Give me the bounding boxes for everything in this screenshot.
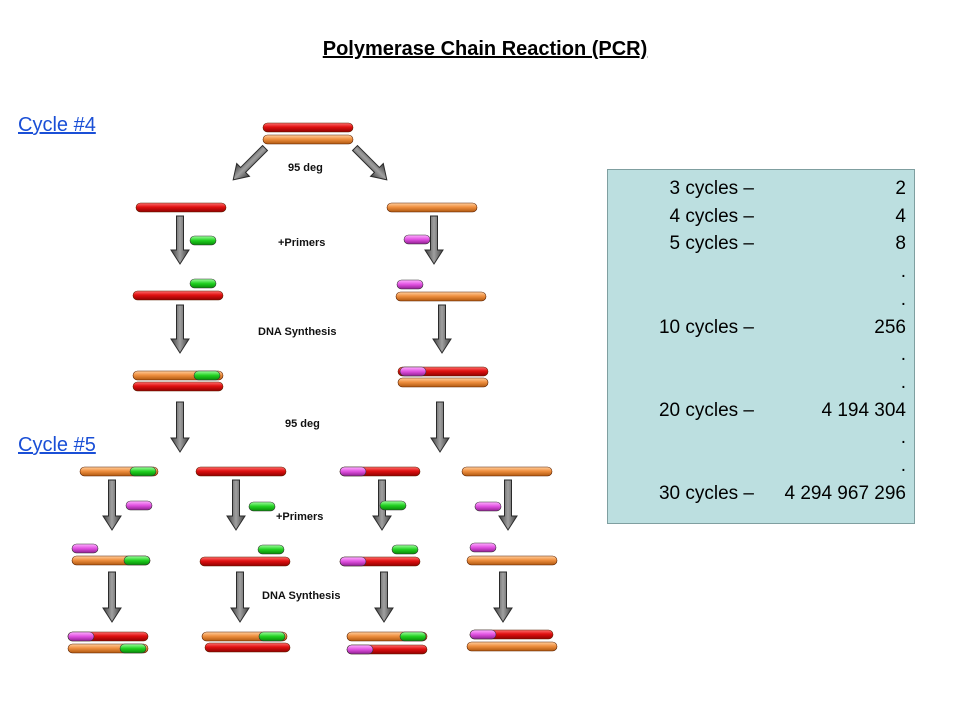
magenta-primer (339, 466, 367, 477)
green-primer (257, 544, 285, 555)
green-primer (123, 555, 151, 566)
label-primers-top: +Primers (278, 237, 325, 249)
copies-cell: . (900, 455, 906, 476)
copies-cell: 4 294 967 296 (784, 482, 906, 504)
down-arrow-icon (432, 304, 452, 354)
copies-cell: 256 (874, 316, 906, 338)
cycles-cell: 20 cycles – (658, 399, 754, 421)
cycles-cell: 10 cycles – (658, 316, 754, 338)
table-row: . (608, 261, 914, 291)
down-arrow-icon (351, 144, 388, 181)
down-arrow-icon (232, 144, 269, 181)
red-strand (199, 556, 291, 567)
table-row: 20 cycles – 4 194 304 (608, 400, 914, 430)
down-arrow-icon (493, 571, 513, 623)
green-primer (248, 501, 276, 512)
magenta-primer (67, 631, 95, 642)
table-row: . (608, 372, 914, 402)
down-arrow-icon (230, 571, 250, 623)
copies-cell: 4 (895, 205, 906, 227)
magenta-primer (71, 543, 99, 554)
green-primer (193, 370, 221, 381)
cycle-5-link[interactable]: Cycle #5 (18, 434, 96, 456)
label-synthesis-top: DNA Synthesis (258, 326, 336, 338)
down-arrow-icon (374, 571, 394, 623)
magenta-primer (403, 234, 431, 245)
cycles-cell: 3 cycles – (669, 178, 754, 199)
cycles-cell: 4 cycles – (669, 205, 754, 227)
magenta-primer (339, 556, 367, 567)
down-arrow-icon (170, 401, 190, 453)
magenta-primer (469, 542, 497, 553)
down-arrow-icon (102, 479, 122, 531)
cycles-cell: 5 cycles – (669, 233, 754, 255)
cycles-cell: 30 cycles – (658, 482, 754, 504)
red-strand (132, 290, 224, 301)
copies-cell: . (900, 288, 906, 310)
table-row: . (608, 344, 914, 374)
green-primer (189, 278, 217, 289)
magenta-primer (469, 629, 497, 640)
green-primer (129, 466, 157, 477)
copies-cell: 8 (895, 233, 906, 255)
down-arrow-icon (170, 215, 190, 265)
pcr-diagram: 95 deg +Primers DNA Synthesis 95 deg +Pr… (67, 122, 558, 655)
orange-strand (461, 466, 553, 477)
label-denature-mid: 95 deg (285, 418, 320, 430)
table-row: 4 cycles – 4 (608, 206, 914, 236)
orange-strand (466, 555, 558, 566)
magenta-primer (346, 644, 374, 655)
down-arrow-icon (102, 571, 122, 623)
copies-cell: . (900, 427, 906, 449)
down-arrow-icon (498, 479, 518, 531)
table-row: . (608, 427, 914, 457)
cycle-4-link[interactable]: Cycle #4 (18, 114, 96, 136)
table-row: 3 cycles – 2 (608, 178, 914, 208)
orange-strand (386, 202, 478, 213)
copies-cell: 2 (895, 178, 906, 199)
magenta-primer (125, 500, 153, 511)
copies-cell: . (900, 344, 906, 366)
red-strand (204, 642, 291, 653)
table-row: . (608, 455, 914, 485)
orange-strand (262, 134, 354, 145)
down-arrow-icon (170, 304, 190, 354)
green-primer (258, 631, 286, 642)
green-primer (399, 631, 427, 642)
copies-cell: . (900, 261, 906, 283)
green-primer (379, 500, 407, 511)
down-arrow-icon (226, 479, 246, 531)
orange-strand (397, 377, 489, 388)
red-strand (132, 381, 224, 392)
orange-strand (395, 291, 487, 302)
green-primer (119, 643, 147, 654)
down-arrow-icon (430, 401, 450, 453)
green-primer (189, 235, 217, 246)
label-primers-bottom: +Primers (276, 511, 323, 523)
magenta-primer (396, 279, 424, 290)
red-strand (262, 122, 354, 133)
table-row: 30 cycles – 4 294 967 296 (608, 483, 914, 513)
orange-strand (466, 641, 558, 652)
red-strand (195, 466, 287, 477)
magenta-primer (399, 366, 427, 377)
table-row: . (608, 289, 914, 319)
green-primer (391, 544, 419, 555)
page-title: Polymerase Chain Reaction (PCR) (322, 38, 648, 60)
magenta-primer (474, 501, 502, 512)
copies-cell: 4 194 304 (821, 399, 906, 421)
table-row: 5 cycles – 8 (608, 233, 914, 263)
label-synthesis-bottom: DNA Synthesis (262, 590, 340, 602)
table-row: 10 cycles – 256 (608, 317, 914, 347)
copies-cell: . (900, 371, 906, 393)
label-denature-top: 95 deg (288, 162, 323, 174)
red-strand (135, 202, 227, 213)
down-arrow-icon (424, 215, 444, 265)
